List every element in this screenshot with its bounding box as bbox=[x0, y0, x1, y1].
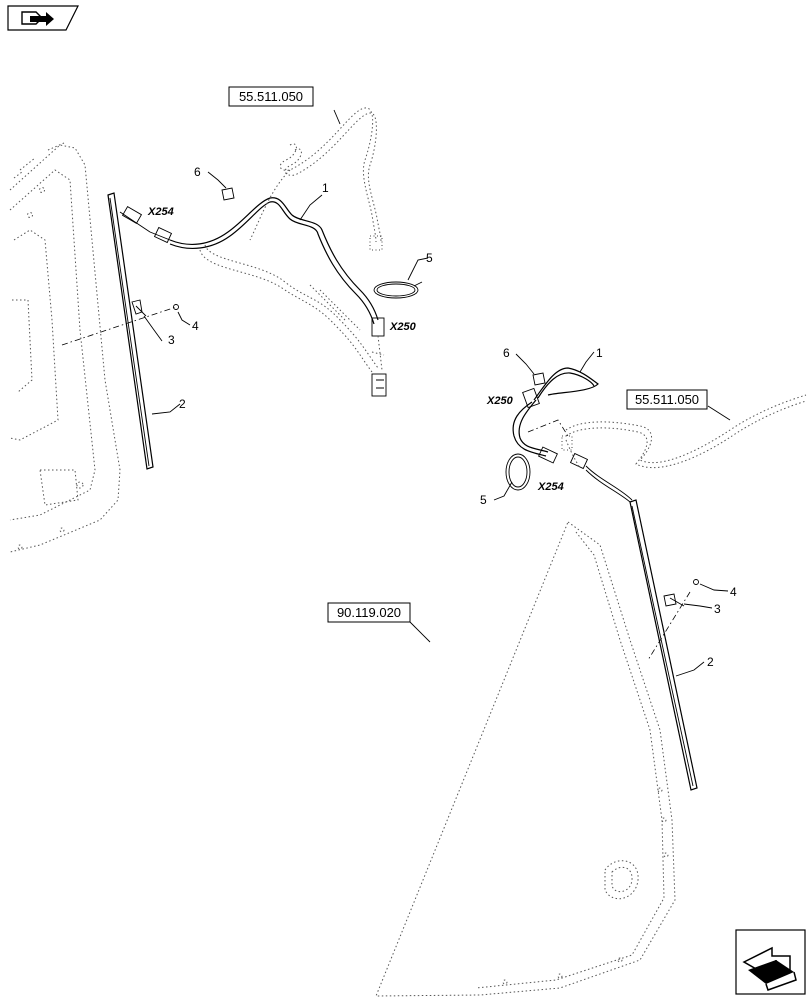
right-callout-2: 2 bbox=[707, 655, 714, 669]
harness-ref-box-right[interactable]: 55.511.050 bbox=[626, 389, 708, 410]
left-callout-2: 2 bbox=[179, 397, 186, 411]
right-external-harness bbox=[527, 394, 807, 469]
left-external-harness bbox=[199, 107, 383, 373]
next-page-arrow-icon[interactable] bbox=[735, 929, 806, 995]
connector-x254-left: X254 bbox=[147, 206, 174, 218]
left-screw-parts bbox=[61, 299, 179, 346]
page-navigation-icon[interactable] bbox=[7, 5, 79, 31]
right-callout-4: 4 bbox=[730, 585, 737, 599]
left-callout-3: 3 bbox=[168, 333, 175, 347]
left-callout-4: 4 bbox=[192, 319, 199, 333]
right-leader-lines bbox=[409, 351, 731, 677]
left-leader-lines bbox=[143, 109, 429, 415]
windshield-glass bbox=[375, 521, 676, 997]
connector-x254-right: X254 bbox=[537, 481, 564, 493]
left-callout-6: 6 bbox=[194, 165, 201, 179]
connector-x250-right: X250 bbox=[486, 395, 514, 407]
connector-x250-left: X250 bbox=[389, 321, 417, 333]
right-callout-6: 6 bbox=[503, 346, 510, 360]
right-screw-parts bbox=[647, 579, 699, 661]
harness-ref-left: 55.511.050 bbox=[239, 89, 303, 104]
left-callout-5: 5 bbox=[426, 251, 433, 265]
left-callout-1: 1 bbox=[322, 181, 329, 195]
left-seal-strip bbox=[107, 192, 154, 470]
windshield-ref-box[interactable]: 90.119.020 bbox=[327, 602, 411, 623]
harness-ref-box-left[interactable]: 55.511.050 bbox=[228, 86, 314, 107]
windshield-ref: 90.119.020 bbox=[337, 605, 401, 620]
right-callout-1: 1 bbox=[596, 346, 603, 360]
right-callout-5: 5 bbox=[480, 493, 487, 507]
left-wire-harness bbox=[119, 187, 387, 397]
harness-ref-right: 55.511.050 bbox=[635, 392, 699, 407]
right-cable-tie bbox=[505, 453, 531, 491]
right-seal-strip bbox=[629, 499, 698, 791]
left-cable-tie bbox=[373, 281, 423, 299]
right-callout-3: 3 bbox=[714, 602, 721, 616]
left-door-frame bbox=[9, 142, 121, 553]
right-wire-harness bbox=[512, 367, 633, 503]
